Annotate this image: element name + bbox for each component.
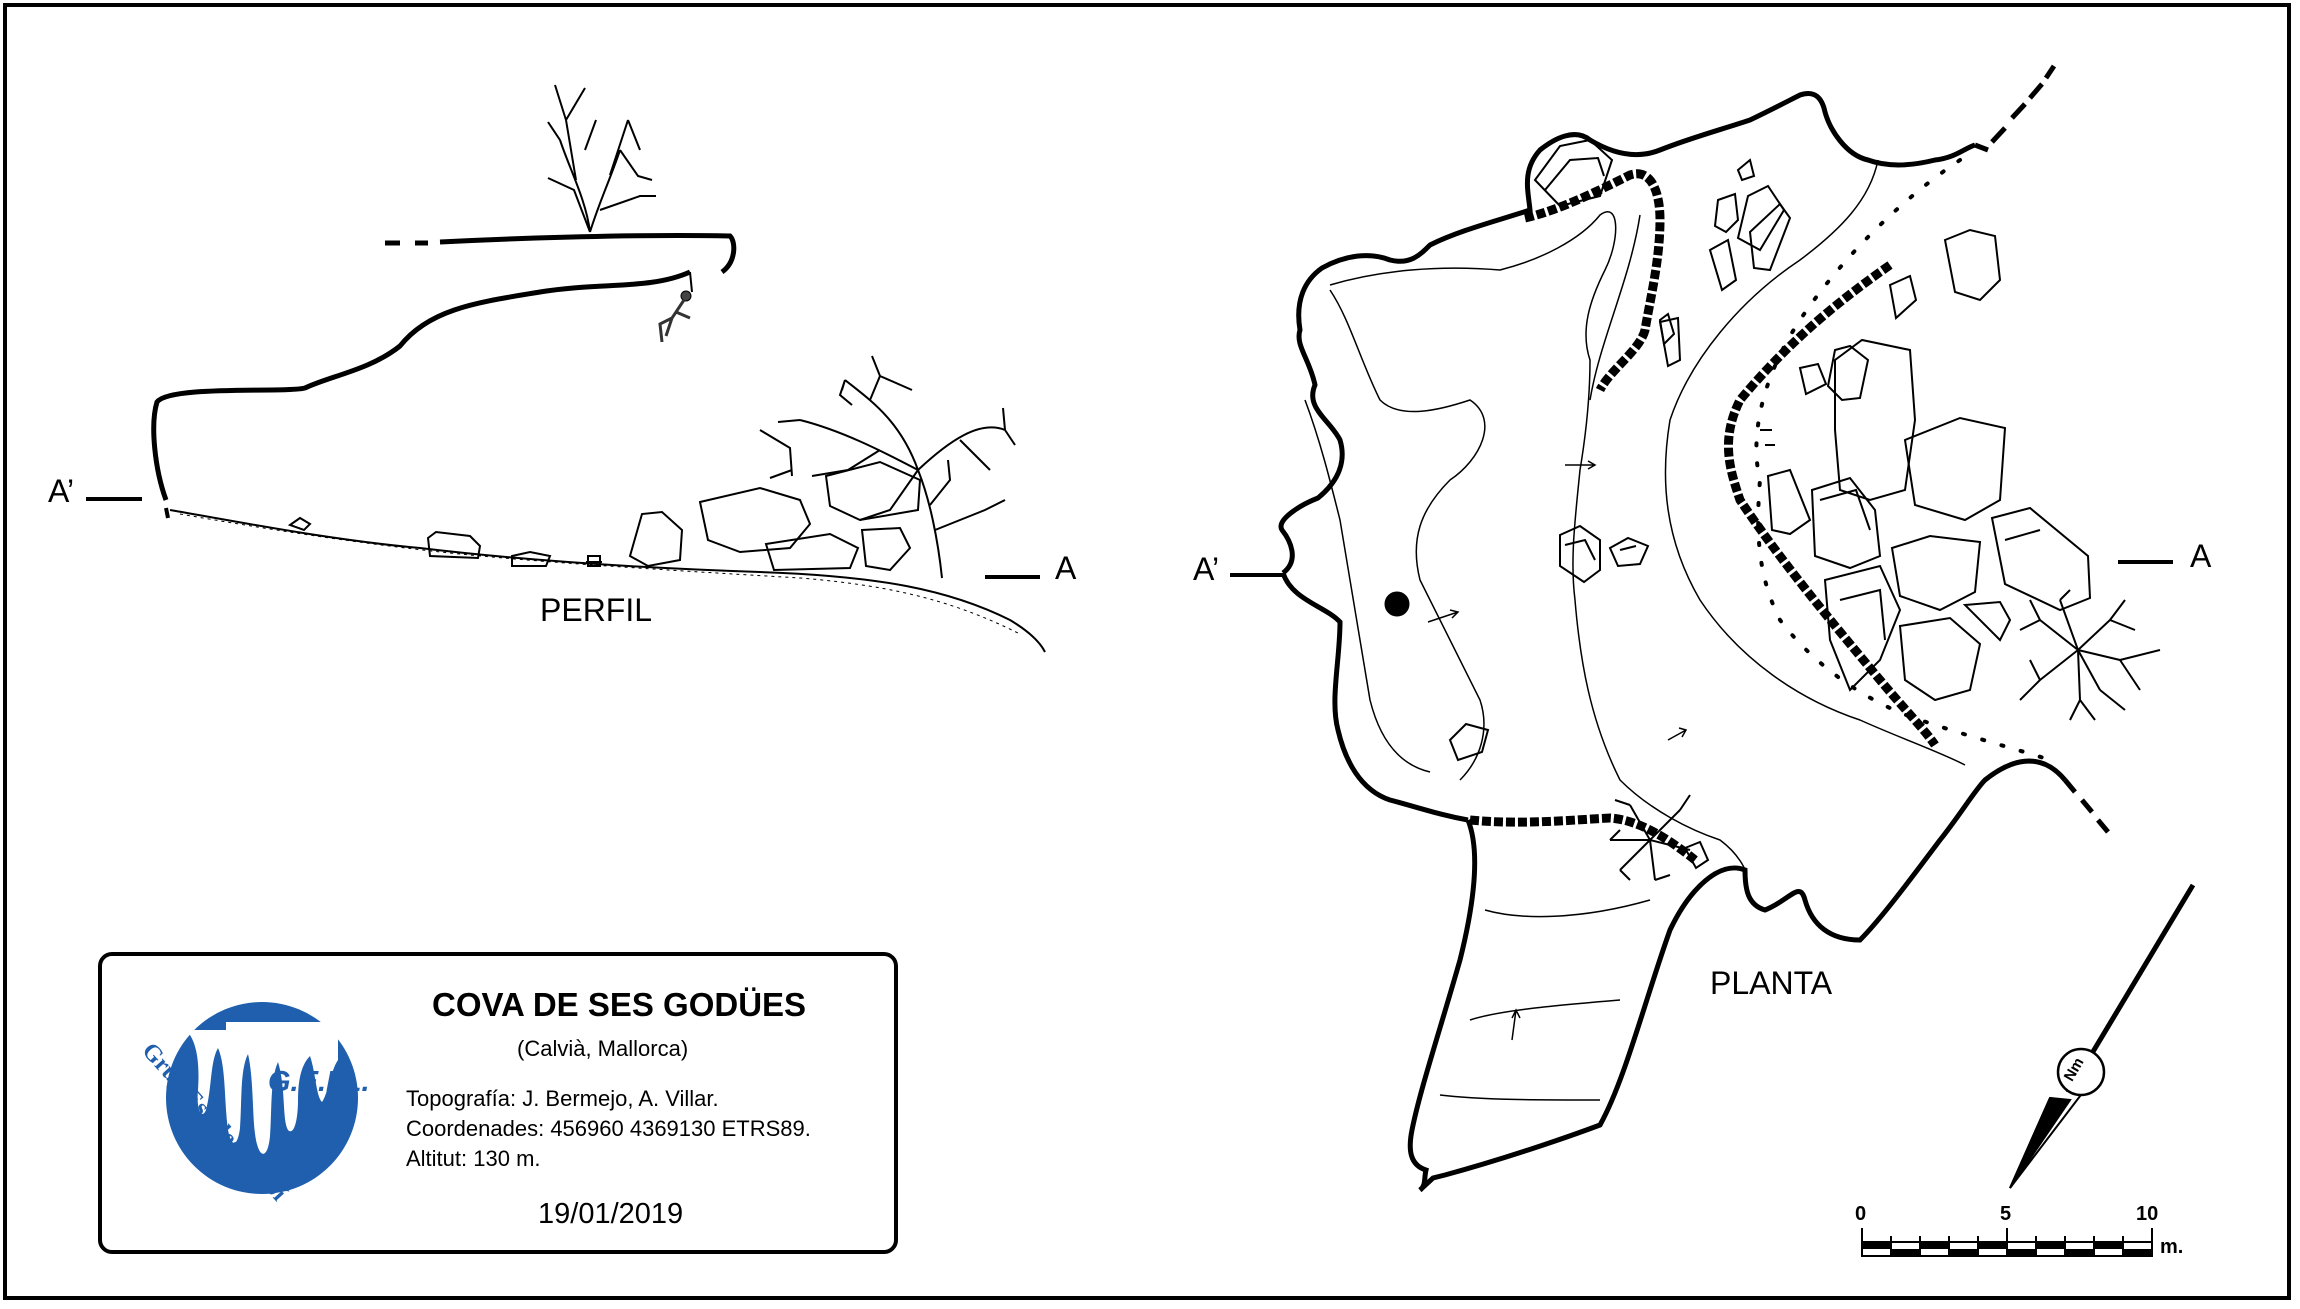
coordinates: Coordenades: 456960 4369130 ETRS89. [406,1116,811,1141]
floor-sediment [179,513,1021,635]
slope-arrow [1667,727,1688,741]
scale-unit: m. [2160,1236,2184,1258]
plan-outer-wall-south [1407,758,2067,1193]
floor-block [287,516,312,532]
plan-rocks [1448,138,2092,870]
sheet-frame [3,3,2291,1300]
plan-view [1230,64,2196,1257]
plan-vegetation [1609,589,2161,881]
cave-location: (Calvià, Mallorca) [517,1036,689,1061]
slope-arrow [1427,609,1460,623]
scale-tick-10: 10 [2136,1203,2159,1225]
profile-title: PERFIL [540,592,653,628]
profile-view [86,84,1046,653]
scale-tick-0: 0 [1855,1203,1867,1225]
caver-figure [658,271,693,343]
survey-credits: Topografía: J. Bermejo, A. Villar. Coord… [406,1084,811,1174]
floor-block [426,530,482,560]
roof-dash [164,507,170,519]
plan-wall-dashed-ne [1974,64,2057,153]
north-arrow [2009,883,2196,1189]
floor-block [698,486,812,554]
plan-contour [1589,214,1641,401]
cave-floor-line [169,509,1046,653]
profile-marker-right: A [1055,550,1077,586]
gell-logo-graphic [166,1002,358,1194]
cave-roof-outline [151,269,692,501]
plan-contour [1664,159,1966,766]
stone-wall [1523,169,1665,393]
plan-outer-wall-north [1278,91,1976,575]
floor-block [511,550,552,567]
floor-block [860,526,912,572]
survey-date: 19/01/2019 [538,1198,684,1230]
plan-contour [1329,211,1746,871]
title-block: G.E.LL. Grup Espeleo Llubí COVA DE SES G… [98,952,898,1254]
surface-tree [547,84,656,233]
entrance-point [1384,591,1410,617]
plan-title: PLANTA [1710,965,1833,1001]
plan-marker-left: A’ [1193,551,1220,587]
plan-marker-right: A [2190,538,2212,574]
topography-credit: Topografía: J. Bermejo, A. Villar. [406,1086,719,1111]
floor-block [628,510,684,568]
altitude: Altitut: 130 m. [406,1146,541,1171]
slope-arrow [1511,1008,1521,1041]
cave-name: COVA DE SES GODÜES [432,986,807,1023]
floor-block [586,555,602,567]
plan-wall-dashed-se [2063,778,2110,834]
plan-contour [1439,899,1651,1101]
scale-bar [1861,1228,2153,1257]
logo-acronym: G.E.LL. [268,1066,370,1098]
plan-contour [1329,289,1486,781]
stone-wall [1469,813,1698,864]
stone-wall [1724,261,1939,748]
scale-tick-5: 5 [2000,1203,2012,1225]
profile-marker-left: A’ [48,473,75,509]
floor-block [764,532,860,572]
plan-contour [1304,399,1431,773]
entrance-tree [759,355,1016,579]
floor-block [824,460,922,522]
slope-arrow [1565,460,1597,470]
surface-line [439,232,737,275]
plan-outer-wall-west [1280,572,1469,823]
